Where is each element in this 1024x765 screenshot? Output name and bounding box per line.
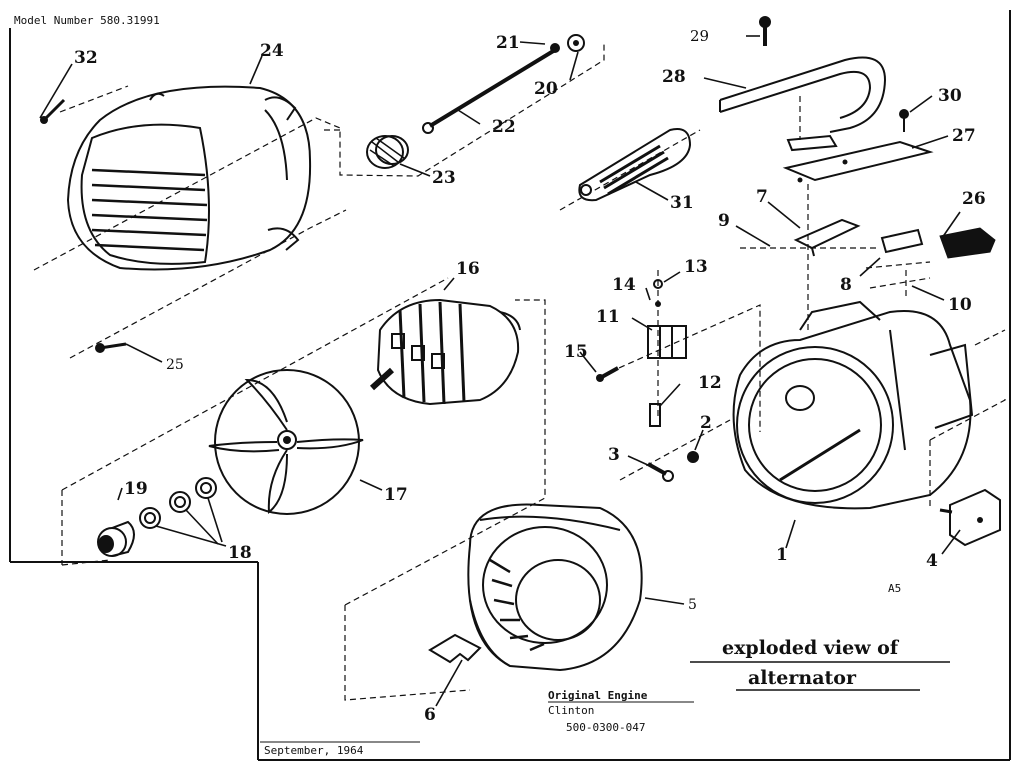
label-11: 11 [596, 307, 620, 327]
label-7: 7 [756, 187, 768, 207]
title-line-2: alternator [748, 667, 857, 689]
frame [9, 10, 1011, 761]
bearing-part-23 [366, 135, 409, 169]
switch-part-26 [939, 227, 996, 259]
label-30: 30 [938, 86, 962, 106]
label-20: 20 [534, 79, 558, 99]
label-13: 13 [684, 257, 708, 277]
label-16: 16 [456, 259, 480, 279]
screw-part-29 [759, 16, 771, 46]
alignment-lines [33, 44, 1006, 701]
label-5: 5 [688, 597, 697, 613]
callout-labels: 32 24 21 20 22 23 31 28 29 30 27 26 7 9 … [74, 27, 986, 725]
label-27: 27 [952, 126, 976, 146]
brush-holder-part-31 [578, 128, 692, 202]
label-1: 1 [776, 545, 788, 565]
plate-part-27 [782, 140, 934, 183]
engine-note-heading: Original Engine [548, 689, 648, 702]
label-31: 31 [670, 193, 694, 213]
stator-part-5 [467, 503, 643, 672]
label-24: 24 [260, 41, 284, 61]
bushing-part-19 [97, 520, 135, 557]
label-10: 10 [948, 295, 972, 315]
rotor-part-16 [369, 298, 521, 406]
engine-note-part-no: 500-0300-047 [566, 721, 645, 734]
label-19: 19 [124, 479, 148, 499]
housing-part-1 [732, 300, 974, 510]
label-23: 23 [432, 168, 456, 188]
fastener-parts-2-3 [647, 451, 699, 482]
title-block: exploded view of alternator [690, 637, 950, 691]
label-12: 12 [698, 373, 722, 393]
label-9: 9 [718, 211, 730, 231]
label-3: 3 [608, 445, 620, 465]
plug-part-4 [939, 488, 1001, 547]
label-21: 21 [496, 33, 520, 53]
screw-part-30 [899, 109, 909, 132]
strap-part-28 [719, 56, 887, 152]
label-28: 28 [662, 67, 686, 87]
title-line-1: exploded view of [722, 637, 900, 659]
label-25: 25 [166, 357, 184, 373]
label-2: 2 [700, 413, 712, 433]
label-29: 29 [690, 27, 709, 45]
clip-part-6 [428, 633, 482, 664]
fan-part-17 [208, 369, 364, 515]
label-8: 8 [840, 275, 852, 295]
label-17: 17 [384, 485, 408, 505]
washers-part-18 [139, 477, 217, 529]
screw-part-32 [40, 98, 66, 124]
label-22: 22 [492, 117, 516, 137]
label-15: 15 [564, 342, 588, 362]
nut-washer-parts [550, 34, 585, 53]
engine-note: Original Engine Clinton 500-0300-047 [548, 689, 694, 734]
label-6: 6 [424, 705, 436, 725]
label-14: 14 [612, 275, 636, 295]
label-4: 4 [926, 551, 938, 571]
through-bolt-part-22 [422, 48, 557, 134]
sheet-code: A5 [888, 582, 901, 595]
model-number: Model Number 580.31991 [14, 14, 160, 27]
engine-note-maker: Clinton [548, 704, 594, 717]
label-32: 32 [74, 48, 98, 68]
label-18: 18 [228, 543, 252, 563]
terminal-assembly [596, 279, 687, 427]
screw-part-25 [95, 342, 127, 353]
end-cover-part [66, 85, 312, 271]
date-label: September, 1964 [264, 744, 364, 757]
leader-lines [39, 35, 961, 707]
bracket-part-7 [793, 218, 861, 257]
block-part-8 [880, 228, 924, 254]
label-26: 26 [962, 189, 986, 209]
